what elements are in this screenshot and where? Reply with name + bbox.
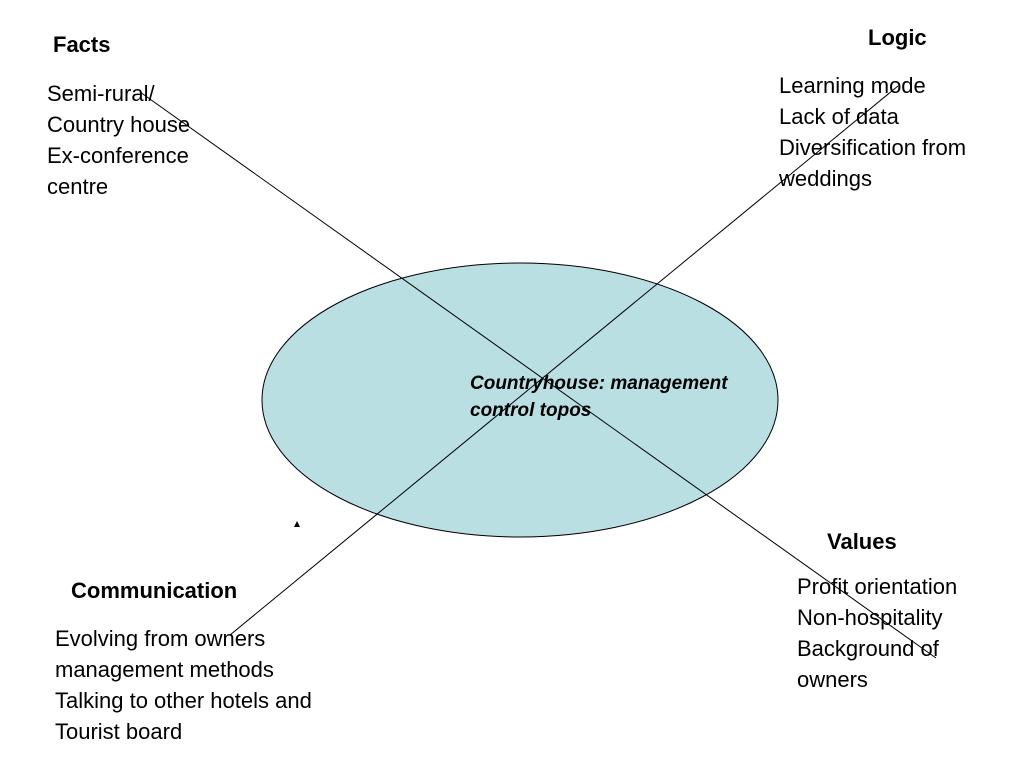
facts-line: Ex-conference	[47, 143, 189, 168]
logic-line: weddings	[779, 166, 872, 191]
logic-communication-connector-line	[229, 85, 899, 636]
small-triangle-marker	[294, 521, 300, 527]
logic-heading: Logic	[868, 25, 927, 50]
center-label-line-2: control topos	[470, 400, 592, 421]
facts-line: Semi-rural/	[47, 81, 155, 106]
values-line: Profit orientation	[797, 574, 958, 599]
values-line: Non-hospitality	[797, 605, 943, 630]
center-label-line-1: Countryhouse: management	[470, 373, 728, 394]
center-label: Countryhouse: management control topos	[470, 370, 728, 424]
facts-line: Country house	[47, 112, 191, 137]
facts-text-block: Semi-rural/ Country house Ex-conference …	[47, 78, 190, 202]
logic-text-block: Learning mode Lack of data Diversificati…	[779, 70, 966, 194]
values-text-block: Profit orientation Non-hospitality Backg…	[797, 571, 957, 695]
facts-values-connector-line	[139, 91, 937, 659]
values-line: owners	[797, 667, 868, 692]
communication-line: Evolving from owners	[55, 626, 266, 651]
logic-line: Lack of data	[779, 104, 899, 129]
logic-line: Diversification from	[779, 135, 967, 160]
communication-line: Talking to other hotels and	[55, 688, 312, 713]
values-line: Background of	[797, 636, 939, 661]
communication-text-block: Evolving from owners management methods …	[55, 623, 312, 747]
center-ellipse	[261, 262, 779, 538]
facts-line: centre	[47, 174, 109, 199]
values-heading: Values	[827, 529, 897, 554]
communication-line: Tourist board	[55, 719, 183, 744]
communication-heading: Communication	[71, 578, 238, 603]
logic-line: Learning mode	[779, 73, 926, 98]
facts-heading: Facts	[53, 32, 111, 57]
communication-line: management methods	[55, 657, 274, 682]
